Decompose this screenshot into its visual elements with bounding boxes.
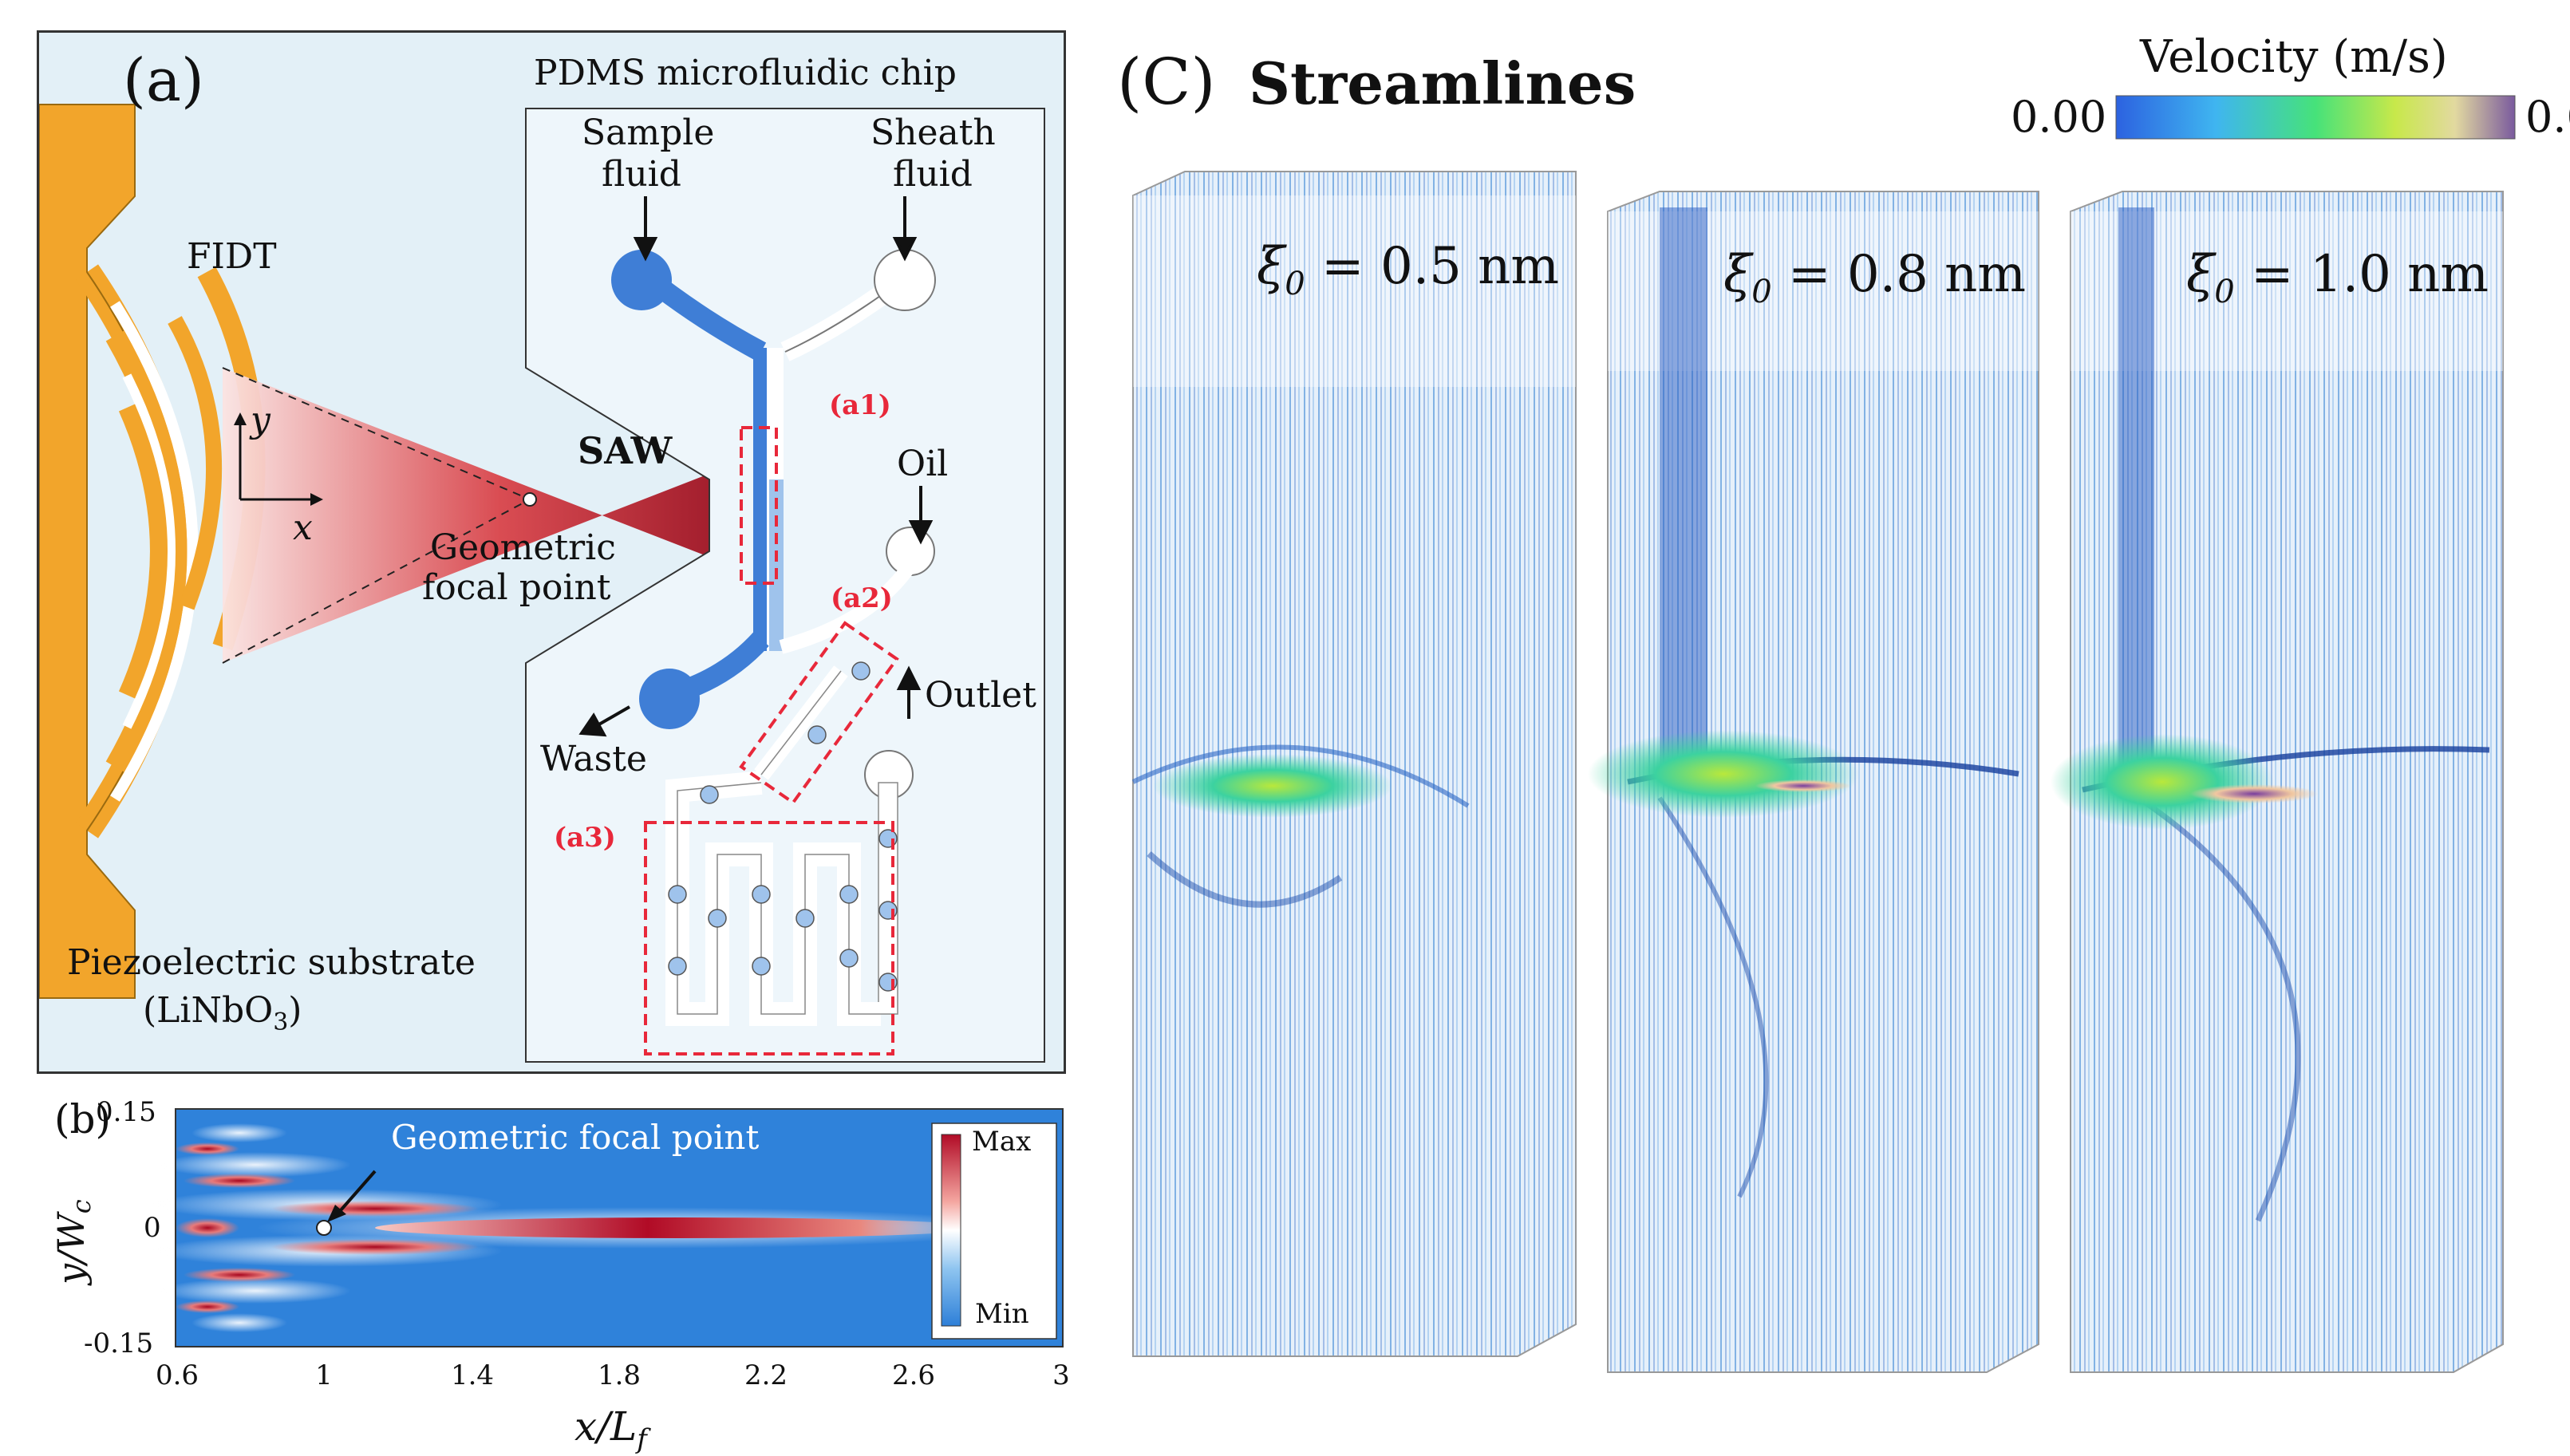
panel-a-label: (a) xyxy=(123,46,204,115)
x-tick: 0.6 xyxy=(156,1359,199,1391)
x-tick: 1 xyxy=(315,1359,333,1391)
flow-arrows xyxy=(578,196,934,737)
streamline-box-2: ξ0 = 0.8 nm xyxy=(1588,191,2039,1373)
case-label-1: ξ0 = 0.5 nm xyxy=(1257,237,1559,302)
x-tick: 3 xyxy=(1052,1359,1069,1391)
xy-axes xyxy=(234,412,323,506)
x-tick: 2.6 xyxy=(892,1359,935,1391)
sample-label-line1: Sample xyxy=(582,112,714,153)
region-a1-label: (a1) xyxy=(829,389,891,421)
focal-point-marker-b xyxy=(316,1220,332,1236)
axis-y-label: y xyxy=(249,400,271,440)
y-tick: 0.15 xyxy=(96,1096,156,1128)
panel-a: (a) PDMS microfluidic chip FIDT SAW x y … xyxy=(37,30,1066,1074)
region-a2-box xyxy=(739,621,899,805)
case-label-2: ξ0 = 0.8 nm xyxy=(1723,245,2026,310)
outlet-label: Outlet xyxy=(925,675,1036,716)
substrate-label-line1: Piezoelectric substrate xyxy=(67,942,476,983)
velocity-colorbar-title: Velocity (m/s) xyxy=(2139,31,2448,83)
y-ticks-b: 0.15 0 -0.15 xyxy=(84,1096,161,1359)
case-label-3: ξ0 = 1.0 nm xyxy=(2186,245,2489,310)
velocity-colorbar-min: 0.00 xyxy=(2011,92,2106,142)
velocity-colorbar-max: 0.07 xyxy=(2525,92,2570,142)
streamline-box-1: ξ0 = 0.5 nm xyxy=(1131,171,1577,1357)
y-tick: -0.15 xyxy=(84,1328,153,1359)
panel-b: (b) Geometric focal point Max Min 0.15 xyxy=(49,1096,1069,1455)
panel-b-label: (b) xyxy=(54,1096,111,1142)
region-a2-label: (a2) xyxy=(831,582,893,614)
chip-title: PDMS microfluidic chip xyxy=(534,53,957,93)
velocity-colorbar: Velocity (m/s) 0.00 0.07 xyxy=(2011,31,2570,142)
x-tick: 1.8 xyxy=(598,1359,641,1391)
x-tick: 2.2 xyxy=(744,1359,788,1391)
sample-label-line2: fluid xyxy=(602,154,681,195)
x-axis-label-b: x/Lf xyxy=(574,1403,651,1455)
saw-beam xyxy=(223,368,725,663)
sheath-label-line1: Sheath xyxy=(870,112,996,153)
region-a3-box xyxy=(644,821,894,1056)
panel-a-drawing: (a) PDMS microfluidic chip FIDT SAW x y … xyxy=(38,46,1045,1063)
focal-point-marker xyxy=(523,492,537,507)
streamline-box-3: ξ0 = 1.0 nm xyxy=(2051,191,2504,1373)
oil-label: Oil xyxy=(897,444,948,484)
panel-c: (C) Streamlines Velocity (m/s) 0.00 0.07… xyxy=(1117,31,2570,1373)
colorbar-b: Max Min xyxy=(931,1123,1057,1340)
saw-label: SAW xyxy=(578,429,673,472)
y-axis-label-b: y/Wc xyxy=(49,1199,97,1286)
colorbar-b-max: Max xyxy=(972,1126,1031,1158)
substrate-label-line2: (LiNbO3) xyxy=(143,990,302,1036)
focal-label-line2: focal point xyxy=(422,567,611,608)
axis-x-label: x xyxy=(293,507,313,548)
panel-c-label: (C) xyxy=(1117,45,1216,119)
waste-label: Waste xyxy=(540,739,647,779)
focal-annotation-b: Geometric focal point xyxy=(391,1118,759,1157)
region-a3-label: (a3) xyxy=(554,822,616,854)
x-ticks-b: 0.6 1 1.4 1.8 2.2 2.6 3 xyxy=(156,1359,1069,1391)
sheath-label-line2: fluid xyxy=(893,154,973,195)
region-a1-box xyxy=(740,426,778,585)
panel-c-title: Streamlines xyxy=(1249,49,1636,117)
fidt-label: FIDT xyxy=(187,236,277,277)
y-tick: 0 xyxy=(144,1212,161,1244)
x-tick: 1.4 xyxy=(451,1359,494,1391)
colorbar-b-min: Min xyxy=(975,1298,1029,1330)
focal-label-line1: Geometric xyxy=(430,527,616,568)
